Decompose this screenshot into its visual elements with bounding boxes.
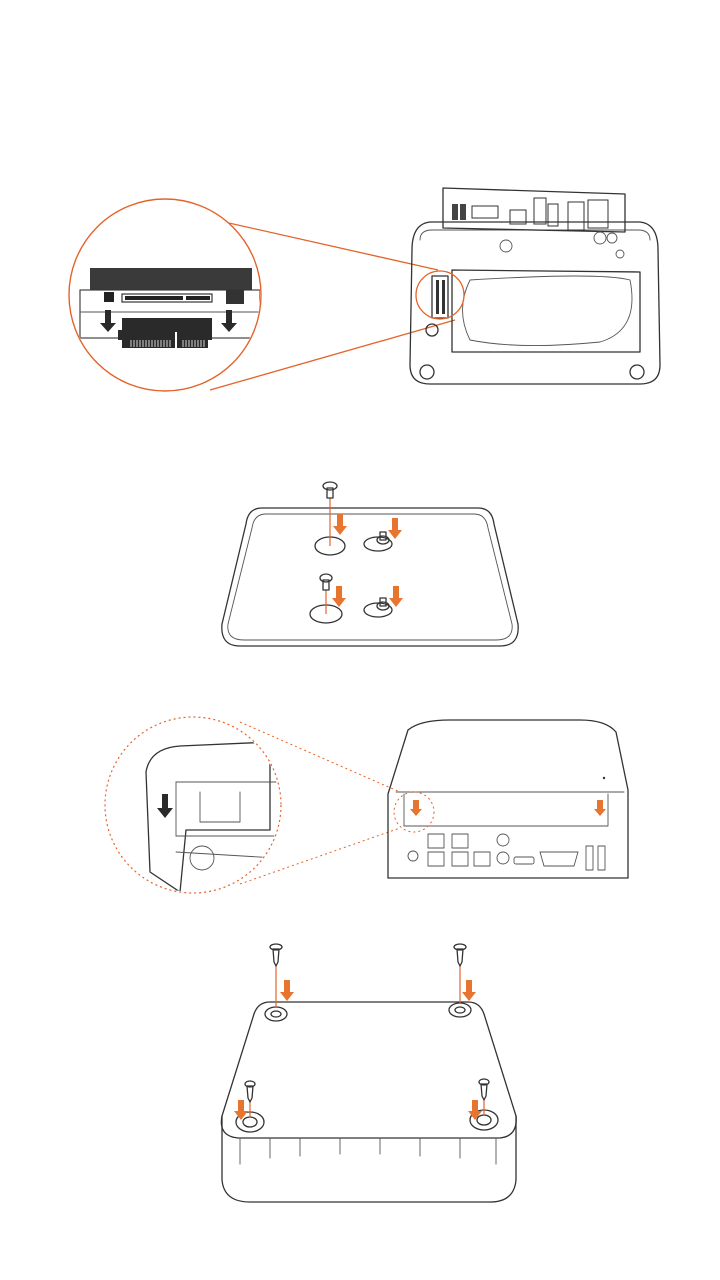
screw-icon (245, 1081, 255, 1102)
down-arrow-icon (333, 514, 347, 535)
sata-port-area (432, 276, 448, 318)
down-arrow-icon (388, 518, 402, 539)
down-arrow-icon (280, 980, 294, 1001)
bottom-plate (222, 508, 518, 646)
foot-screw-top-left (265, 944, 294, 1021)
down-arrow-icon (234, 1100, 248, 1120)
hard-drive (452, 270, 640, 352)
bottom-screws-illustration (0, 940, 720, 1210)
screw-hole-top-right (364, 518, 402, 551)
hdd-dark-edge (90, 268, 252, 290)
cover-slide-illustration (0, 712, 720, 898)
screw-icon (270, 944, 282, 966)
nvr-front-device (388, 720, 628, 878)
screw-hole-bottom-left (310, 574, 346, 623)
nvr-open-device (410, 188, 660, 384)
step-3-slide-cover (0, 712, 720, 898)
screw-hole-top-left (315, 482, 347, 555)
hdd-screws-illustration (0, 478, 720, 658)
foot-screw-top-right (449, 944, 476, 1017)
step-4-bottom-screws (0, 940, 720, 1210)
screw-icon (454, 944, 466, 966)
screw-icon (323, 482, 337, 498)
screw-hole-bottom-right (364, 586, 403, 617)
foot-screw-bottom-right (468, 1079, 498, 1130)
screw-icon (479, 1079, 489, 1100)
screw-icon (320, 574, 332, 590)
zoom-circle (105, 717, 281, 893)
nvr-bottom-device (221, 1002, 516, 1202)
down-arrow-icon (594, 800, 606, 816)
connect-hdd-sata-illustration (0, 180, 720, 410)
zoom-circle (69, 199, 261, 391)
down-arrow-icon (462, 980, 476, 1001)
down-arrow-icon (332, 586, 346, 607)
down-arrow-icon (410, 800, 422, 816)
down-arrow-icon (389, 586, 403, 607)
step-1-connect-hdd (0, 180, 720, 410)
step-2-hdd-screws (0, 478, 720, 658)
foot-screw-bottom-left (234, 1081, 264, 1132)
rear-ports (408, 834, 605, 870)
